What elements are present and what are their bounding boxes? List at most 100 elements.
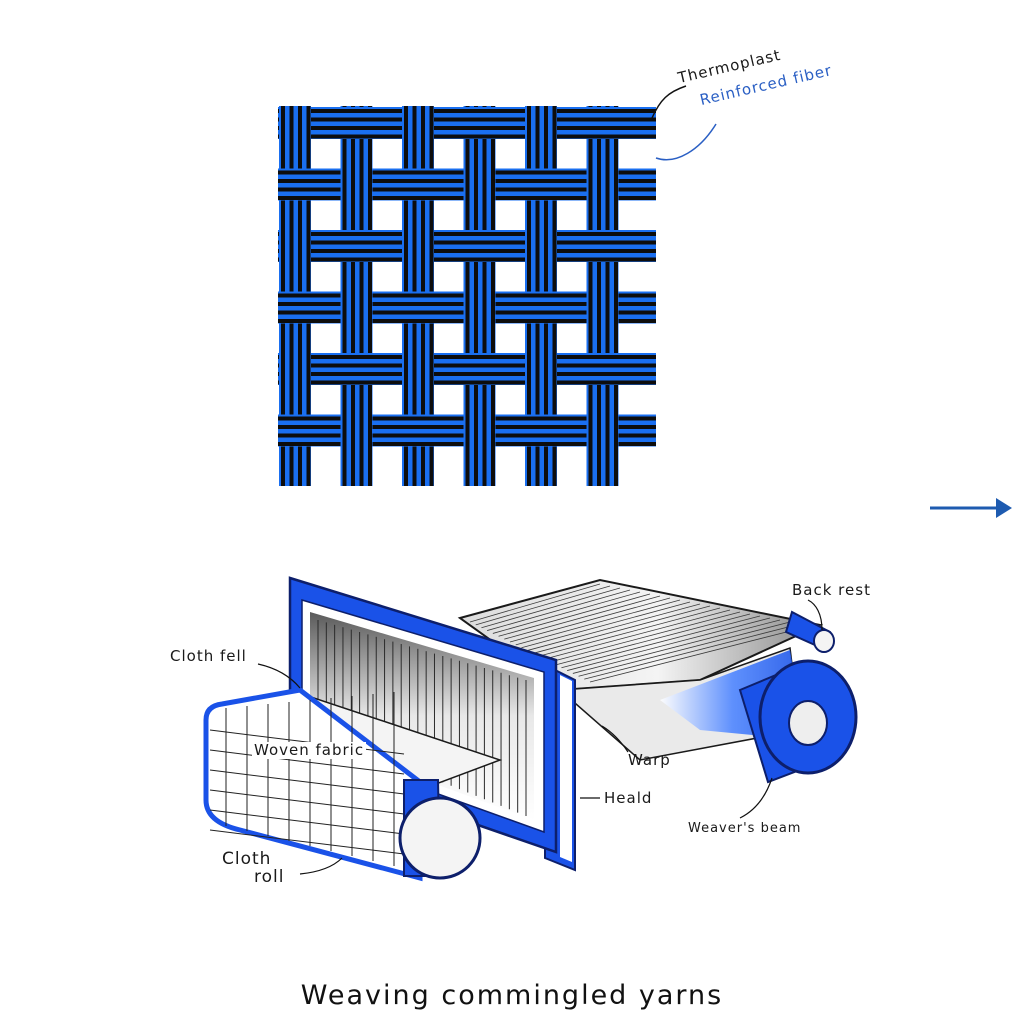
thermoplast-strand [278,232,656,236]
warp-yarn [402,106,434,107]
thermoplast-strand [474,106,478,107]
thermoplast-strand [588,414,593,447]
thermoplast-strand [278,372,656,376]
thermoplast-strand [597,262,601,292]
thermoplast-strand [535,446,540,486]
thermoplast-strand [421,200,425,230]
thermoplast-strand [289,139,294,169]
cloth-roll-label-line2: roll [254,867,285,887]
thermoplast-strand [421,139,425,169]
thermoplast-strand [465,414,470,447]
thermoplast-strand [278,363,656,368]
thermoplast-strand [605,139,610,169]
thermoplast-strand [306,446,311,486]
thermoplast-strand [588,323,593,353]
thermoplast-strand [298,353,302,385]
heald-label: Heald [604,789,653,807]
thermoplast-strand [474,323,478,353]
thermoplast-strand [482,262,487,292]
thermoplast-strand [588,291,593,324]
warp-thread [578,621,791,677]
thermoplast-strand [359,106,364,107]
thermoplast-strand [281,200,285,230]
thermoplast-strand [597,200,601,230]
thermoplast-strand [474,139,478,169]
thermoplast-strand [298,200,302,230]
thermoplast-strand [342,200,347,230]
arrow-right-icon [930,498,1012,518]
thermoplast-strand [535,385,540,415]
thermoplast-strand [614,168,618,201]
thermoplast-strand [298,446,302,486]
warp-thread [481,587,621,629]
thermoplast-strand [544,230,548,262]
thermoplast-strand [351,168,355,201]
thermoplast-strand [544,446,548,486]
warp-yarn [525,106,557,107]
thermoplast-strand [421,385,425,415]
thermoplast-strand [421,446,425,486]
thermoplast-strand [429,200,434,230]
warp-thread [492,591,641,634]
thermoplast-strand [465,200,470,230]
thermoplast-strand [368,262,372,292]
thermoplast-strand [482,106,487,107]
thermoplast-strand [491,200,495,230]
warp-thread [532,605,711,654]
thermoplast-strand [412,106,417,107]
warp-label: Warp [628,751,671,769]
weavers-beam-leader [739,777,773,819]
thermoplast-strand [404,323,408,353]
thermoplast-strand [278,126,656,130]
thermoplast-strand [359,385,364,415]
warp-thread [584,623,801,680]
thermoplast-strand [368,323,372,353]
thermoplast-strand [465,291,470,324]
thermoplast-strand [306,106,311,107]
thermoplast-strand [351,385,355,415]
thermoplast-strand [614,106,618,107]
thermoplast-strand [298,106,302,107]
warp-threads [469,583,811,683]
warp-thread [567,617,771,671]
thermoplast-strand [368,139,372,169]
thermoplast-strand [306,107,311,139]
thermoplast-strand [527,446,531,486]
thermoplast-strand [298,139,302,169]
thermoplast-strand [404,262,408,292]
thermoplast-strand [552,106,557,107]
thermoplast-strand [588,262,593,292]
thermoplast-strand [298,262,302,292]
thermoplast-strand [614,200,618,230]
thermoplast-strand [342,139,347,169]
thermoplast-strand [351,262,355,292]
thermoplast-strand [482,291,487,324]
thermoplast-strand [421,106,425,107]
weavers-beam-label: Weaver's beam [688,821,802,836]
roll-grid-line [209,789,405,815]
thermoplast-strand [351,446,355,486]
thermoplast-strand [614,323,618,353]
thermoplast-strand [535,323,540,353]
thermoplast-strand [552,353,557,385]
thermoplast-strand [306,230,311,262]
thermoplast-strand [429,139,434,169]
thermoplast-strand [281,385,285,415]
thermoplast-strand [429,107,434,139]
thermoplast-strand [342,446,347,486]
thermoplast-strand [351,139,355,169]
thermoplast-strand [544,106,548,107]
thermoplast-strand [404,230,408,262]
thermoplast-strand [482,323,487,353]
thermoplast-strand [535,139,540,169]
thermoplast-strand [359,291,364,324]
thermoplast-strand [412,353,417,385]
thermoplast-strand [491,262,495,292]
thermoplast-strand [465,385,470,415]
thermoplast-strand [527,262,531,292]
warp-thread [498,593,651,637]
thermoplast-strand [281,106,285,107]
thermoplast-strand [281,446,285,486]
thermoplast-strand [359,262,364,292]
thermoplast-strand [306,139,311,169]
